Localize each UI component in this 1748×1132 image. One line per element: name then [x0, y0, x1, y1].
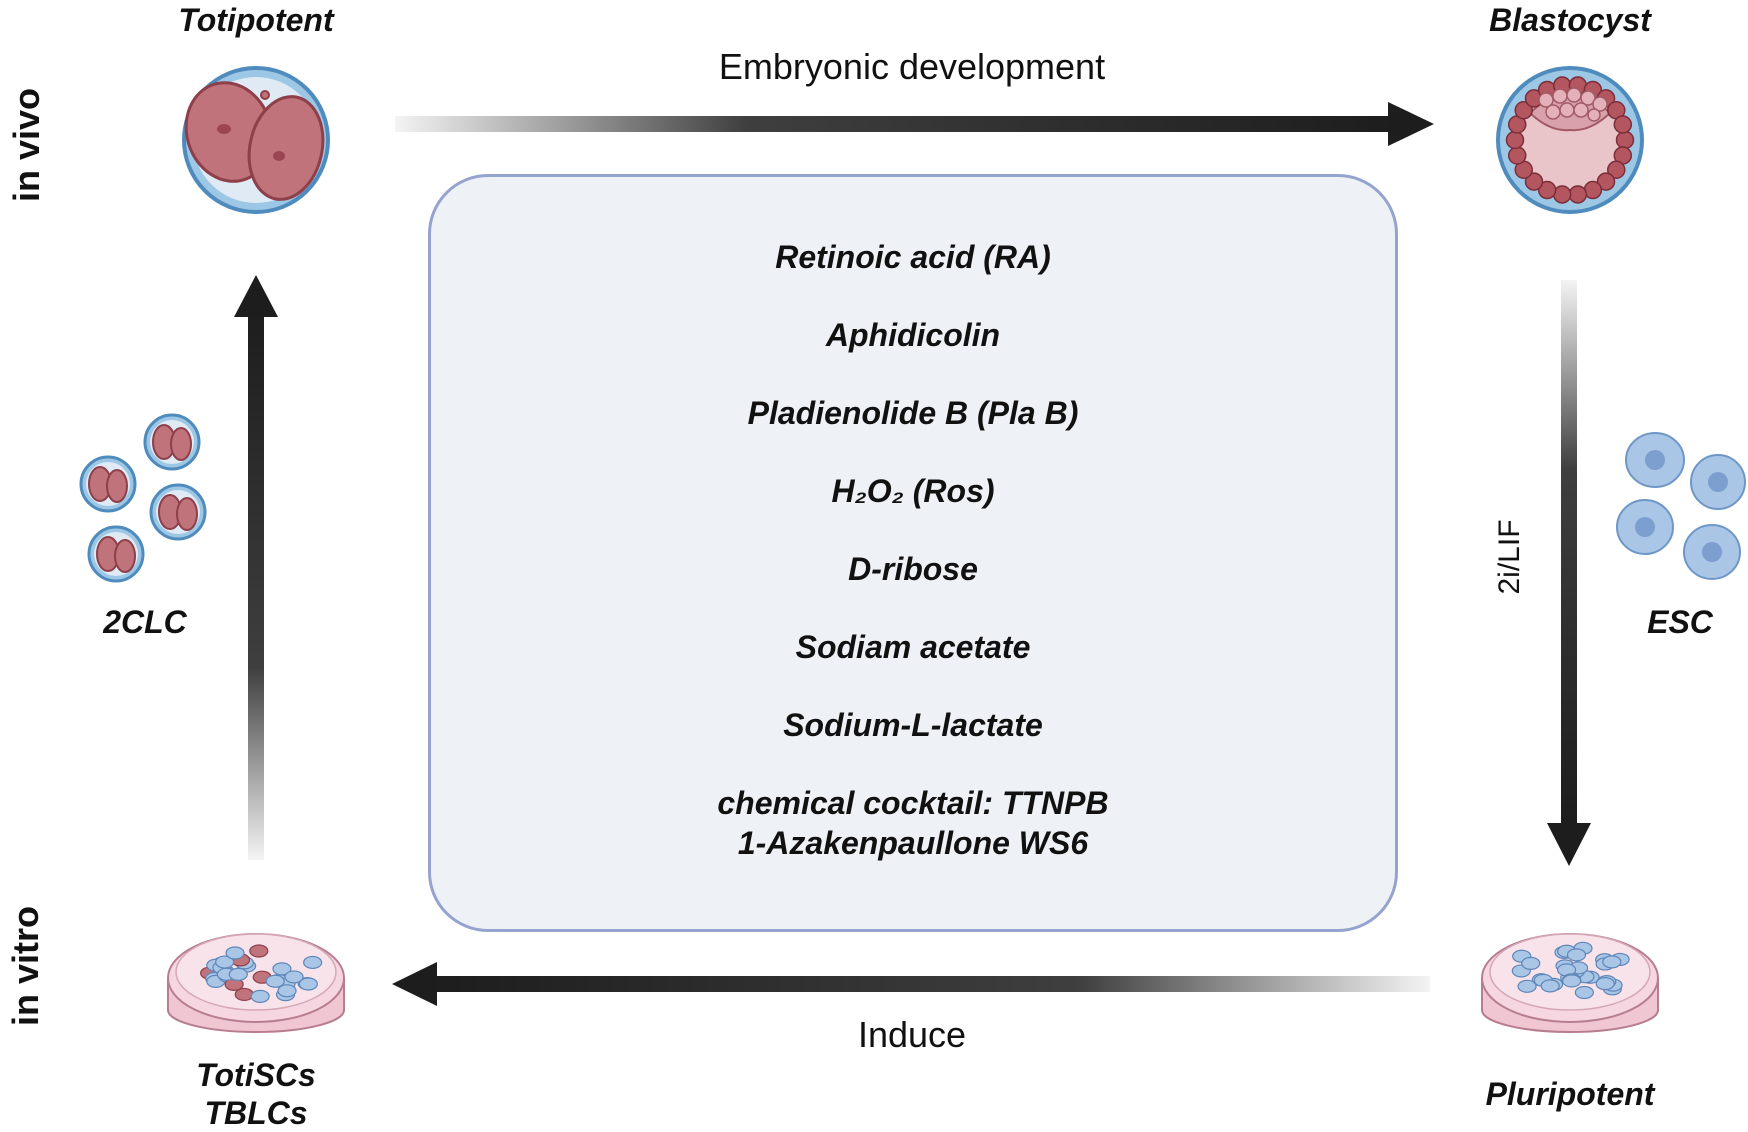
arrow-induce [392, 962, 1430, 1006]
esc-label: ESC [1620, 604, 1740, 641]
pluripotent-culture-dish-icon [1482, 934, 1658, 1032]
agent-item: chemical cocktail: TTNPB [431, 785, 1395, 822]
dish-cell [1522, 957, 1540, 969]
arrow-toward-totipotent [234, 275, 278, 860]
dish-cell [1541, 980, 1559, 992]
dish-cell [1563, 975, 1581, 987]
dish-cell [251, 990, 269, 1002]
agent-item: Pladienolide B (Pla B) [431, 395, 1395, 432]
agent-item: D-ribose [431, 551, 1395, 588]
arrow-2i-lif [1547, 280, 1591, 866]
in-vivo-label: in vivo [6, 80, 48, 210]
tblcs-label: TBLCs [166, 1095, 346, 1132]
dish-cell [1575, 986, 1593, 998]
agent-item: H₂O₂ (Ros) [431, 473, 1395, 510]
dish-cell [1603, 956, 1621, 968]
in-vitro-label: in vitro [5, 896, 47, 1036]
trophectoderm-cell [1617, 132, 1634, 149]
2clc-label: 2CLC [80, 604, 210, 641]
dish-cell [304, 956, 322, 968]
dish-cell [229, 968, 247, 980]
dish-cell [226, 947, 244, 959]
dish-cell [1567, 949, 1585, 961]
trophectoderm-cell [1614, 116, 1631, 133]
totiscs-culture-dish-icon [168, 934, 344, 1032]
agent-item: Aphidicolin [431, 317, 1395, 354]
totiscs-label: TotiSCs [166, 1057, 346, 1094]
dish-cell [285, 971, 303, 983]
pluripotent-label: Pluripotent [1460, 1076, 1680, 1113]
blastocyst-icon [1498, 68, 1642, 212]
arrow-embryonic-development [395, 102, 1434, 146]
2clc-cells-icon [81, 415, 205, 581]
dish-cell [1596, 978, 1614, 990]
embryonic-development-label: Embryonic development [612, 46, 1212, 88]
trophectoderm-cell [1509, 147, 1526, 164]
totipotent-label: Totipotent [156, 2, 356, 39]
esc-cells-icon [1617, 433, 1745, 579]
totipotent-embryo-icon [174, 68, 332, 212]
dish-cell [250, 945, 268, 957]
agent-item: 1-Azakenpaullone WS6 [431, 825, 1395, 862]
trophectoderm-cell [1507, 132, 1524, 149]
dish-cell [1518, 980, 1536, 992]
agent-item: Retinoic acid (RA) [431, 239, 1395, 276]
induce-label: Induce [812, 1014, 1012, 1056]
blastocyst-label: Blastocyst [1470, 2, 1670, 39]
agent-item: Sodium-L-lactate [431, 707, 1395, 744]
dish-cell [266, 975, 284, 987]
agent-item: Sodiam acetate [431, 629, 1395, 666]
trophectoderm-cell [1569, 186, 1586, 203]
inducing-agents-box: Retinoic acid (RA) Aphidicolin Pladienol… [428, 174, 1398, 932]
2i-lif-label: 2i/LIF [1493, 497, 1527, 617]
